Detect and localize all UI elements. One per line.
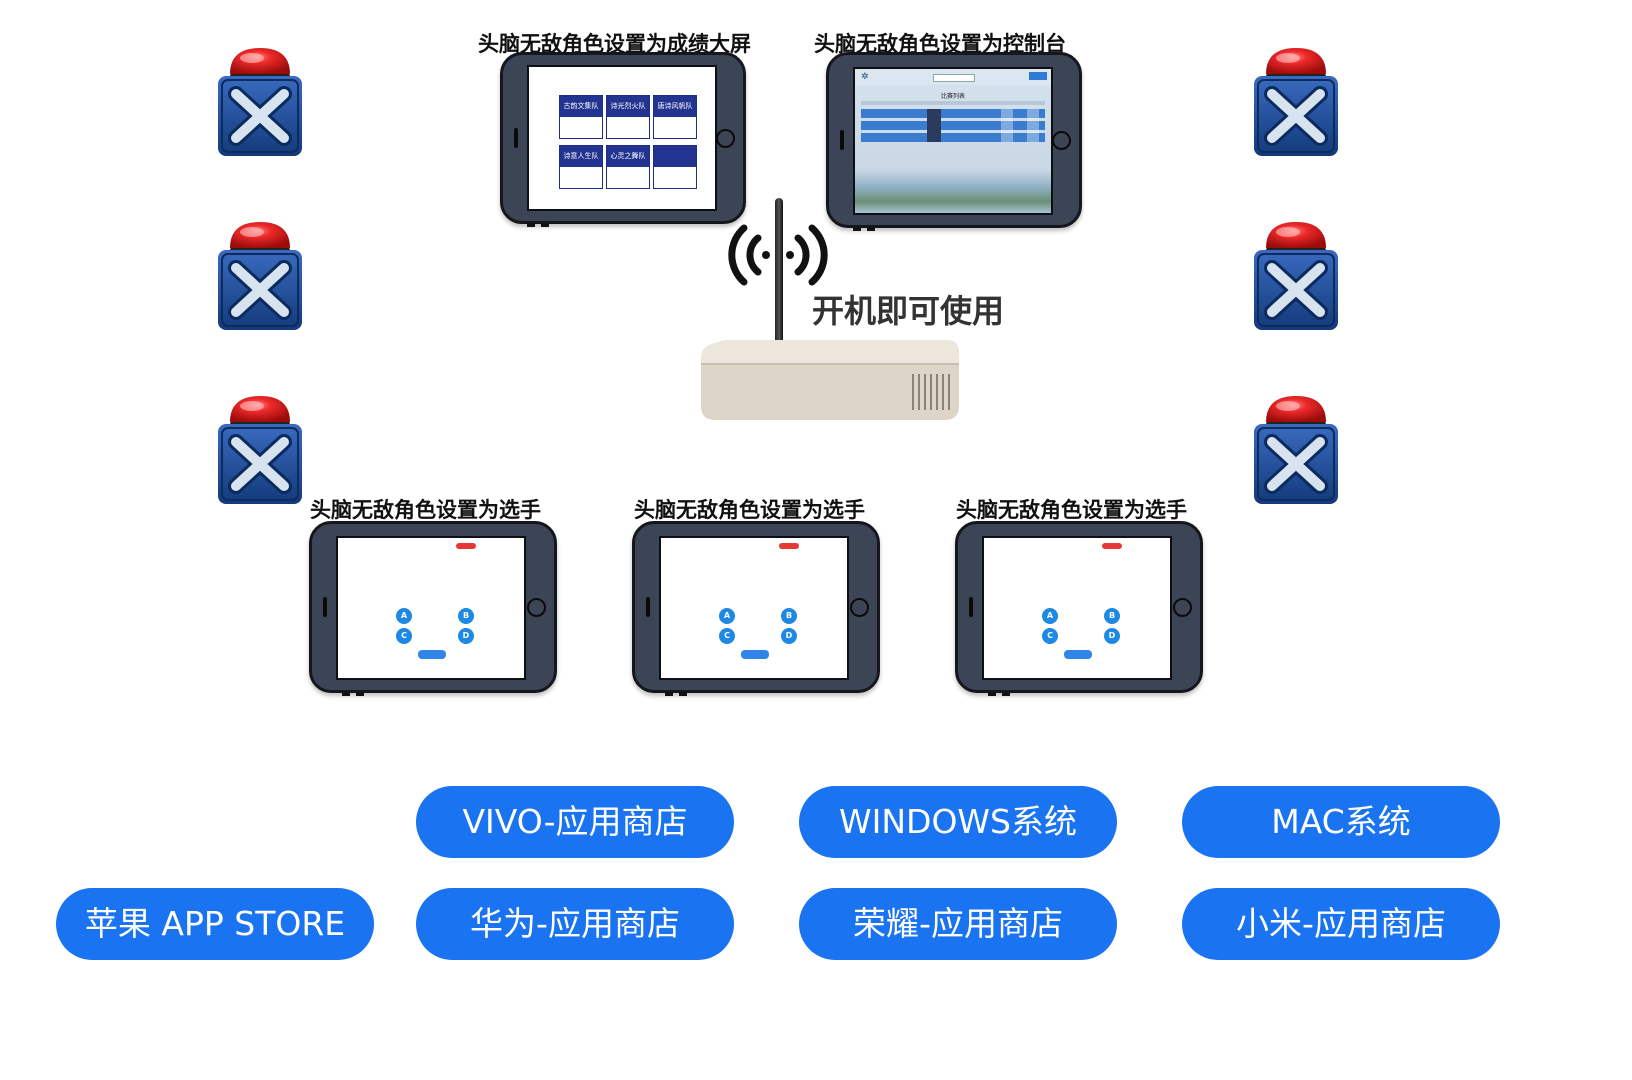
option-d-button[interactable]: D (458, 628, 474, 644)
xiaomi-store-button[interactable]: 小米-应用商店 (1182, 888, 1500, 960)
player-screen: A B C D (982, 536, 1172, 680)
team-card: 诗意人生队 (559, 145, 603, 189)
submit-button[interactable] (1064, 650, 1092, 659)
console-list-title: 比赛列表 (940, 93, 965, 100)
buzzer-icon (1248, 42, 1344, 160)
buzzer-icon (1248, 390, 1344, 508)
player-caption: 头脑无敌角色设置为选手 (634, 498, 865, 522)
antenna (775, 198, 783, 346)
team-card: 古韵文集队 (559, 95, 603, 139)
option-b-button[interactable]: B (458, 608, 474, 624)
mac-button[interactable]: MAC系统 (1182, 786, 1500, 858)
router-caption: 开机即可使用 (812, 292, 1005, 330)
submit-button[interactable] (418, 650, 446, 659)
player-tablet: A B C D (632, 521, 880, 696)
player-caption: 头脑无敌角色设置为选手 (956, 498, 1187, 522)
team-card: 心灵之舞队 (606, 145, 650, 189)
option-a-button[interactable]: A (1042, 608, 1058, 624)
buzzer-icon (212, 42, 308, 160)
vivo-store-button[interactable]: VIVO-应用商店 (416, 786, 734, 858)
home-button-icon (1173, 598, 1192, 617)
huawei-store-button[interactable]: 华为-应用商店 (416, 888, 734, 960)
router-box (697, 336, 963, 424)
player-caption: 头脑无敌角色设置为选手 (310, 498, 541, 522)
submit-button[interactable] (741, 650, 769, 659)
console-screen: ✲ 比赛列表 (853, 67, 1053, 215)
scoreboard-tablet: 古韵文集队 诗光烈火队 唐诗风帆队 诗意人生队 心灵之舞队 (500, 52, 746, 227)
player-tablet: A B C D (955, 521, 1203, 696)
buzzer-icon (212, 390, 308, 508)
home-button-icon (850, 598, 869, 617)
option-a-button[interactable]: A (396, 608, 412, 624)
team-card (653, 145, 697, 189)
apple-app-store-button[interactable]: 苹果 APP STORE (56, 888, 374, 960)
team-card: 唐诗风帆队 (653, 95, 697, 139)
scoreboard-screen: 古韵文集队 诗光烈火队 唐诗风帆队 诗意人生队 心灵之舞队 (527, 65, 717, 211)
honor-store-button[interactable]: 荣耀-应用商店 (799, 888, 1117, 960)
option-a-button[interactable]: A (719, 608, 735, 624)
buzzer-icon (1248, 216, 1344, 334)
player-screen: A B C D (659, 536, 849, 680)
table-row (861, 121, 1045, 130)
table-row (861, 133, 1045, 142)
option-b-button[interactable]: B (781, 608, 797, 624)
buzzer-icon (212, 216, 308, 334)
home-button-icon (527, 598, 546, 617)
option-d-button[interactable]: D (781, 628, 797, 644)
home-button-icon (716, 129, 735, 148)
gear-icon[interactable]: ✲ (861, 72, 869, 82)
player-tablet: A B C D (309, 521, 557, 696)
option-c-button[interactable]: C (719, 628, 735, 644)
option-c-button[interactable]: C (1042, 628, 1058, 644)
option-d-button[interactable]: D (1104, 628, 1120, 644)
home-button-icon (1052, 131, 1071, 150)
team-card: 诗光烈火队 (606, 95, 650, 139)
windows-button[interactable]: WINDOWS系统 (799, 786, 1117, 858)
player-screen: A B C D (336, 536, 526, 680)
console-tablet: ✲ 比赛列表 (826, 52, 1082, 231)
wifi-signal-icon (728, 224, 828, 286)
option-b-button[interactable]: B (1104, 608, 1120, 624)
table-row (861, 109, 1045, 118)
option-c-button[interactable]: C (396, 628, 412, 644)
